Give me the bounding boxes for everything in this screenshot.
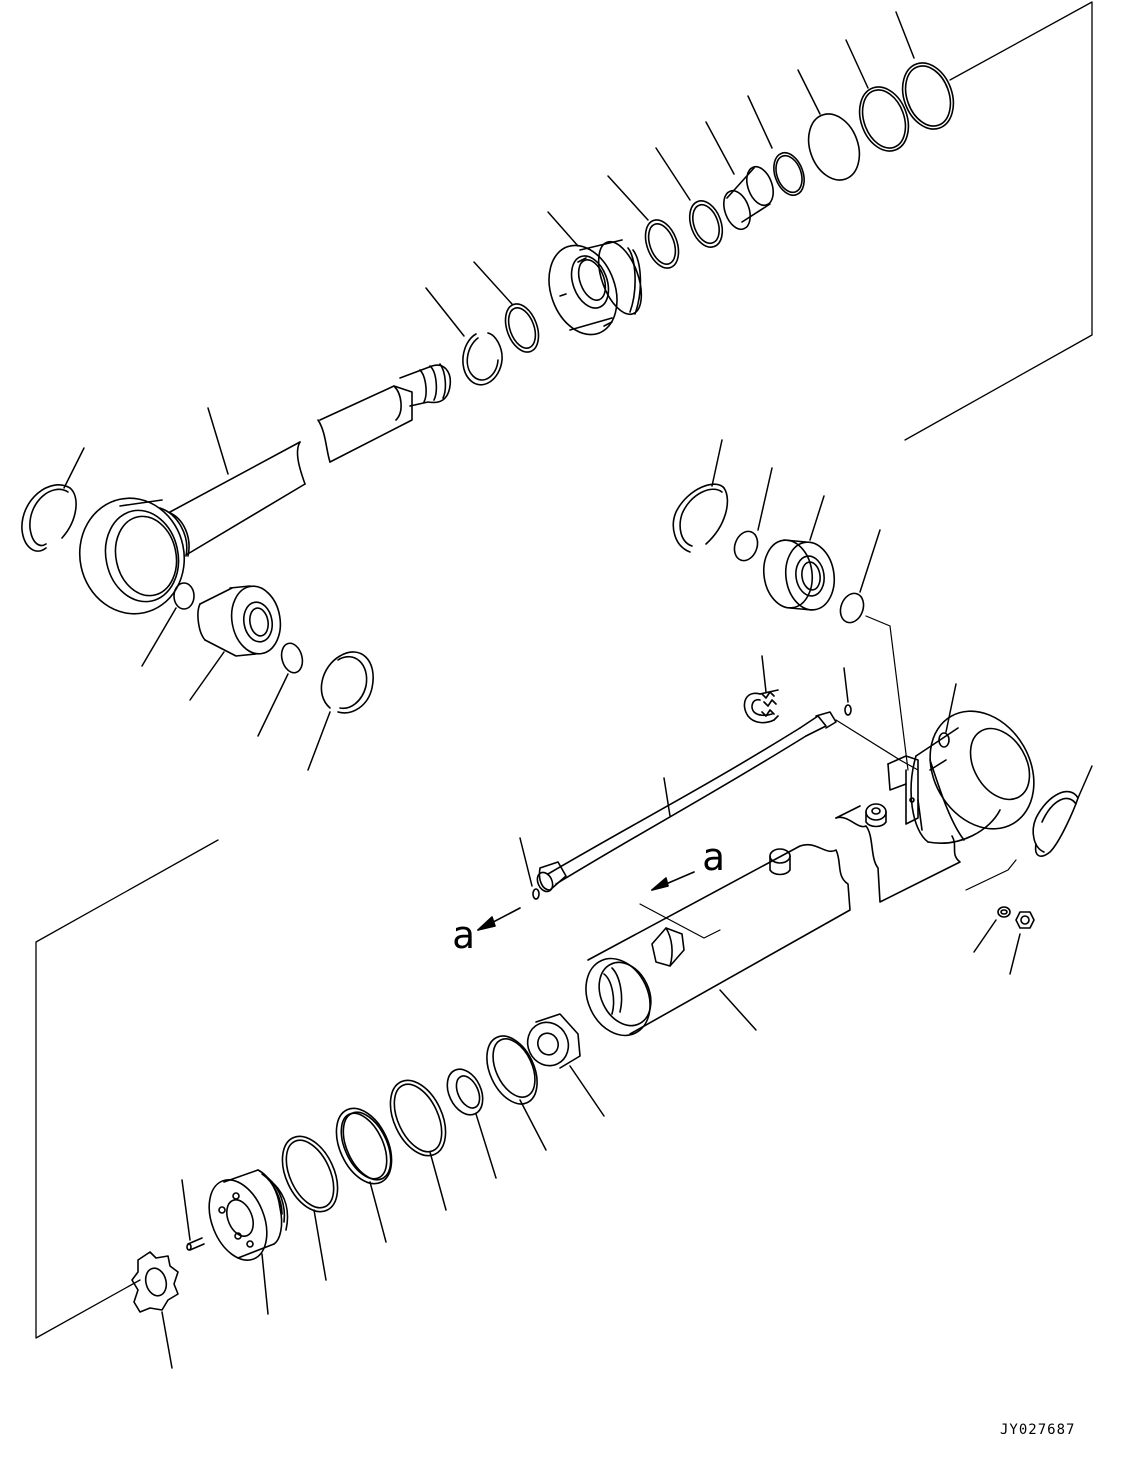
cushion-ring	[440, 1063, 489, 1120]
leader-lines	[64, 12, 1092, 1368]
grease-fitting-bottom	[866, 804, 886, 827]
o-ring-eye-left	[174, 583, 194, 609]
bottom-connector-line	[866, 616, 908, 770]
hydraulic-pipe	[534, 712, 836, 894]
group-boundary-upper	[905, 2, 1092, 440]
snap-ring-bottom-upper	[673, 484, 727, 552]
rod-eye	[69, 488, 195, 623]
snap-ring-eye-left	[22, 485, 76, 551]
view-a-label-lower: a	[452, 913, 475, 957]
piston-washer	[477, 1028, 547, 1112]
o-ring-large-1	[894, 56, 962, 136]
cylinder-tube-rear	[836, 760, 960, 902]
buffer-ring	[639, 215, 684, 272]
piston-wear-ring-2	[271, 1128, 348, 1221]
o-ring-bottom-2	[837, 590, 868, 626]
wear-ring	[499, 299, 544, 356]
piston-seal	[325, 1100, 402, 1193]
piston-wear-ring-1	[379, 1072, 456, 1165]
o-ring-eye-left-2	[278, 641, 305, 675]
pipe-elbow-fitting	[652, 928, 684, 966]
snap-ring-rod	[463, 333, 502, 385]
spherical-bushing-right	[760, 537, 839, 613]
pipe-routing-line	[836, 720, 918, 770]
pipe-bracket	[888, 756, 918, 824]
piston	[198, 1170, 287, 1269]
backup-ring	[800, 107, 868, 187]
cylinder-head	[537, 236, 650, 344]
o-ring-large-2	[851, 80, 917, 158]
drawing-number: JY027687	[1000, 1422, 1076, 1438]
pipe-port-boss	[770, 849, 790, 875]
hex-nut	[1016, 912, 1034, 928]
group-boundary-lower	[36, 840, 218, 1338]
view-a-label-upper: a	[702, 835, 725, 879]
lock-plate	[132, 1252, 178, 1312]
rod-packing	[684, 196, 729, 251]
o-ring-bottom-1	[731, 528, 762, 564]
snap-ring-eye-left-2	[321, 652, 373, 713]
pipe-fitting-o-ring	[845, 705, 851, 715]
view-a-arrow-upper	[640, 872, 720, 938]
snap-ring-bottom-right	[1033, 792, 1078, 857]
pipe-end-o-ring	[533, 889, 539, 899]
piston-nut	[521, 1014, 580, 1072]
view-a-arrow-lower	[478, 908, 520, 930]
o-ring-bracket	[939, 733, 949, 747]
spherical-bushing-left	[198, 582, 286, 657]
washer-small	[998, 907, 1010, 917]
hardware-connector-line	[966, 860, 1016, 890]
cylinder-bottom-eye	[909, 692, 1054, 847]
piston-rod	[170, 364, 450, 555]
piston-pin	[187, 1238, 204, 1250]
u-bolt-clamp	[744, 690, 778, 723]
cylinder-tube-front	[574, 845, 850, 1046]
bushing	[719, 163, 778, 233]
snap-ring-small	[768, 149, 809, 200]
